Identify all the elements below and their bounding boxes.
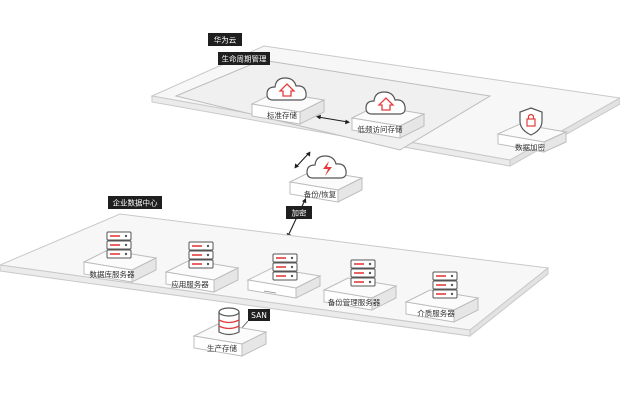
san-tag-text: SAN bbox=[251, 311, 267, 320]
standard-storage-label: 标准存储 bbox=[267, 110, 297, 120]
production-storage-label: 生产存储 bbox=[207, 343, 237, 353]
switch-node bbox=[246, 253, 322, 299]
cloud-upload-icon bbox=[365, 91, 406, 115]
encrypt-tag: 加密 bbox=[286, 206, 312, 219]
enterprise-tag-text: 企业数据中心 bbox=[113, 198, 158, 208]
cloud-backup-arrow bbox=[294, 151, 311, 169]
database-icon bbox=[218, 307, 240, 336]
encryption-label: 数据加密 bbox=[515, 142, 545, 152]
lifecycle-tag-text: 生命周期管理 bbox=[222, 54, 267, 64]
production-storage-node: 生产存储 bbox=[192, 307, 268, 357]
media-server-label: 介质服务器 bbox=[417, 308, 455, 318]
server-icon bbox=[350, 259, 376, 287]
media-server-node: 介质服务器 bbox=[404, 271, 480, 323]
db-server-node: 数据库服务器 bbox=[82, 231, 158, 283]
server-icon bbox=[432, 271, 458, 299]
cloud-tag: 华为云 bbox=[208, 33, 242, 46]
backup-mgmt-server-label: 备份管理服务器 bbox=[328, 297, 381, 307]
encryption-node: 数据加密 bbox=[496, 107, 568, 153]
server-icon bbox=[106, 231, 132, 259]
lifecycle-tag: 生命周期管理 bbox=[218, 52, 270, 65]
san-tag: SAN bbox=[248, 309, 270, 321]
server-icon bbox=[188, 241, 214, 269]
backup-restore-node: 备份/恢复 bbox=[288, 155, 364, 203]
enterprise-tag: 企业数据中心 bbox=[108, 196, 162, 209]
encrypt-tag-text: 加密 bbox=[292, 208, 307, 218]
infrequent-storage-label: 低频访问存储 bbox=[358, 124, 403, 134]
app-server-node: 应用服务器 bbox=[164, 241, 240, 293]
lifecycle-arrow bbox=[316, 114, 350, 125]
infrequent-storage-node: 低频访问存储 bbox=[350, 91, 426, 139]
app-server-label: 应用服务器 bbox=[171, 279, 209, 289]
db-server-label: 数据库服务器 bbox=[90, 269, 135, 279]
server-icon bbox=[272, 253, 298, 281]
standard-storage-node: 标准存储 bbox=[250, 77, 326, 125]
backup-mgmt-server-node: 备份管理服务器 bbox=[322, 259, 398, 311]
cloud-upload-icon bbox=[266, 77, 307, 101]
shield-lock-icon bbox=[519, 107, 543, 136]
cloud-sync-icon bbox=[306, 155, 347, 179]
cloud-tag-text: 华为云 bbox=[214, 35, 237, 45]
backup-restore-label: 备份/恢复 bbox=[304, 189, 337, 199]
